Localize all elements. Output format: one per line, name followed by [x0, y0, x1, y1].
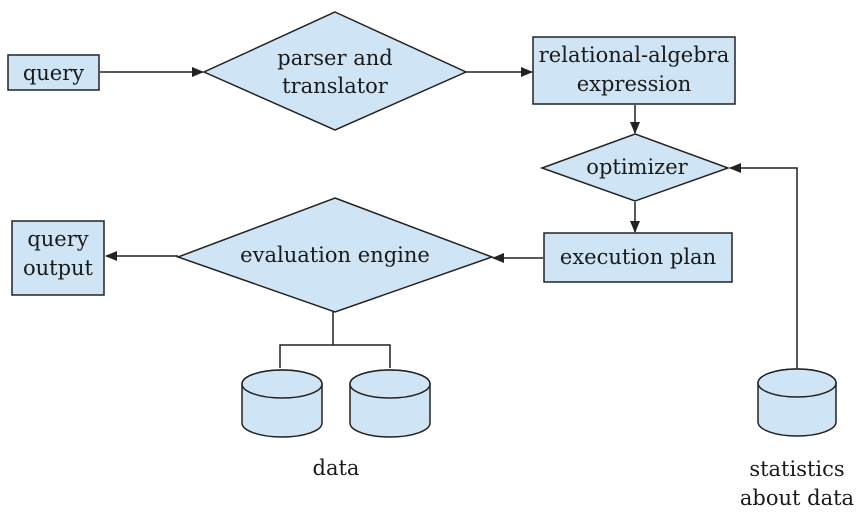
query-output-label-line1: query: [27, 227, 88, 251]
execution-plan-box: execution plan: [543, 232, 733, 283]
parser-translator-diamond: parser and translator: [202, 11, 468, 131]
relational-algebra-box: relational-algebra expression: [532, 36, 736, 105]
query-output-box: query output: [11, 220, 105, 296]
relational-label-line1: relational-algebra: [539, 43, 729, 67]
evaluation-engine-diamond: evaluation engine: [175, 197, 495, 313]
data-cylinder-left: [241, 369, 323, 438]
relational-label-line2: expression: [577, 72, 692, 96]
optimizer-label: optimizer: [586, 155, 688, 179]
parser-label-line2: translator: [282, 74, 389, 98]
arrow-statistics-to-optimizer: [729, 163, 798, 368]
query-box: query: [7, 54, 100, 91]
evaluation-engine-label: evaluation engine: [240, 243, 430, 267]
statistics-cylinder: [757, 368, 837, 437]
execution-plan-label: execution plan: [560, 245, 716, 269]
query-output-label-line2: output: [23, 256, 94, 280]
statistics-label-line2: about data: [740, 486, 854, 510]
statistics-label-line1: statistics: [749, 457, 844, 481]
query-label: query: [23, 61, 84, 85]
optimizer-diamond: optimizer: [539, 133, 731, 202]
connectors: [100, 67, 798, 368]
connector-data-split: [279, 344, 391, 368]
parser-label-line1: parser and: [277, 46, 392, 70]
data-cylinder-right: [349, 369, 431, 438]
data-label: data: [313, 456, 360, 480]
